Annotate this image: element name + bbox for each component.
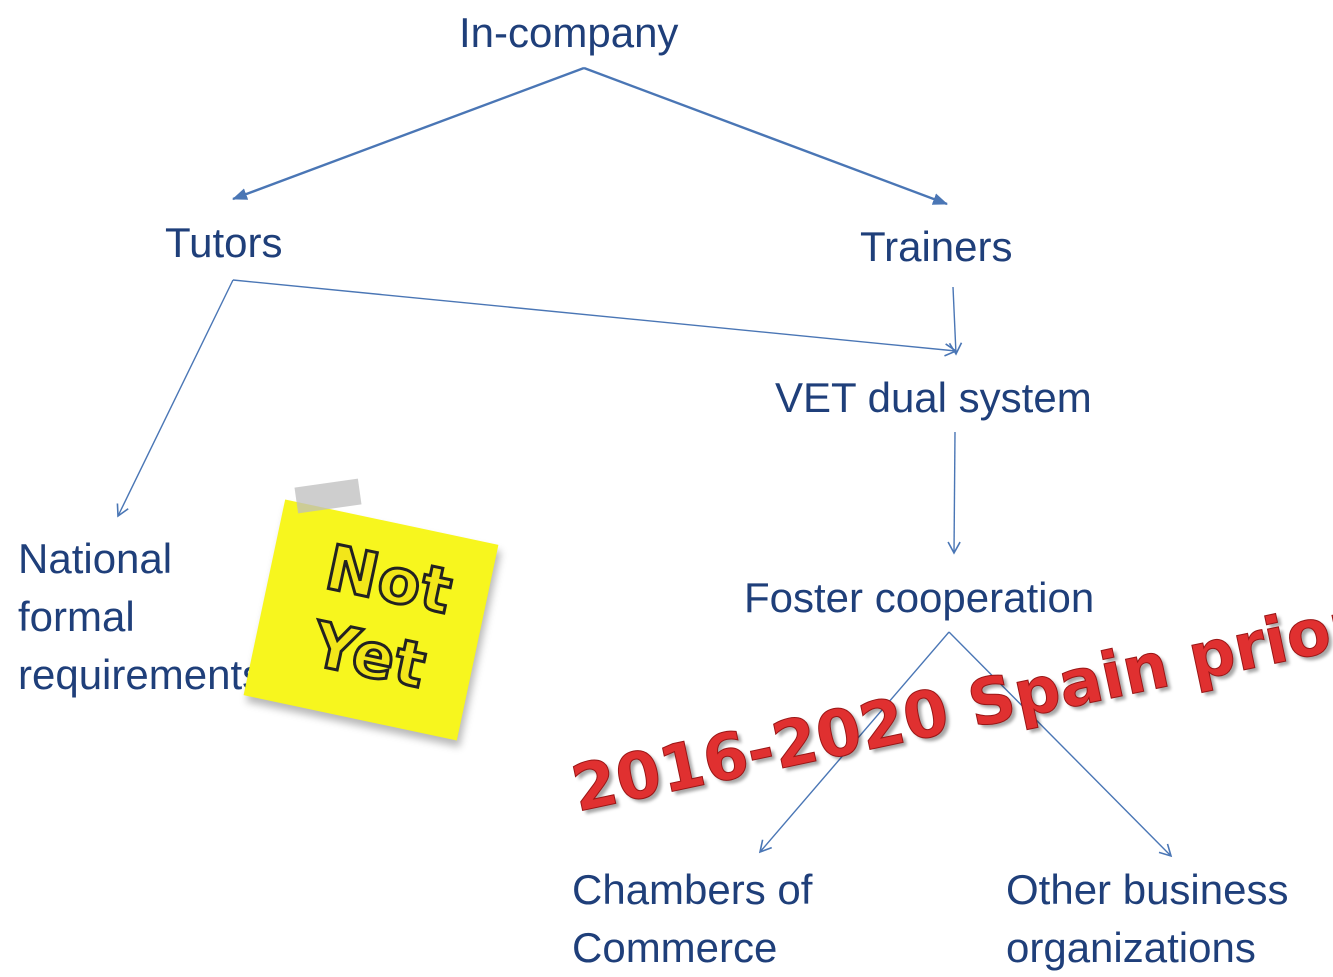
arrow-foster-other	[948, 631, 1173, 858]
arrow-trainers-vet	[948, 286, 963, 356]
arrow-incompany-trainers	[583, 66, 948, 206]
arrow-foster-chambers	[758, 631, 950, 854]
other-business-line-2: organizations	[1006, 924, 1256, 971]
other-business-line-1: Other business	[1006, 866, 1289, 913]
national-line-1: National	[18, 535, 173, 582]
node-trainers: Trainers	[860, 223, 1013, 270]
chambers-line-1: Chambers of	[572, 866, 813, 913]
node-national-formal-requirements: National formal requirements	[18, 530, 263, 704]
national-line-3: requirements	[18, 651, 264, 698]
node-foster-cooperation: Foster cooperation	[744, 574, 1095, 621]
node-chambers-of-commerce: Chambers of Commerce	[572, 861, 812, 977]
node-in-company: In-company	[459, 9, 679, 56]
national-line-2: formal	[18, 593, 135, 640]
arrow-tutors-vet	[232, 279, 958, 357]
arrow-incompany-tutors	[232, 66, 585, 201]
arrow-tutors-national	[116, 279, 234, 518]
node-tutors: Tutors	[165, 219, 283, 266]
arrow-vet-foster	[947, 431, 961, 555]
chambers-line-2: Commerce	[572, 924, 778, 971]
node-vet-dual-system: VET dual system	[775, 374, 1092, 421]
node-other-business-organizations: Other business organizations	[1006, 861, 1288, 977]
